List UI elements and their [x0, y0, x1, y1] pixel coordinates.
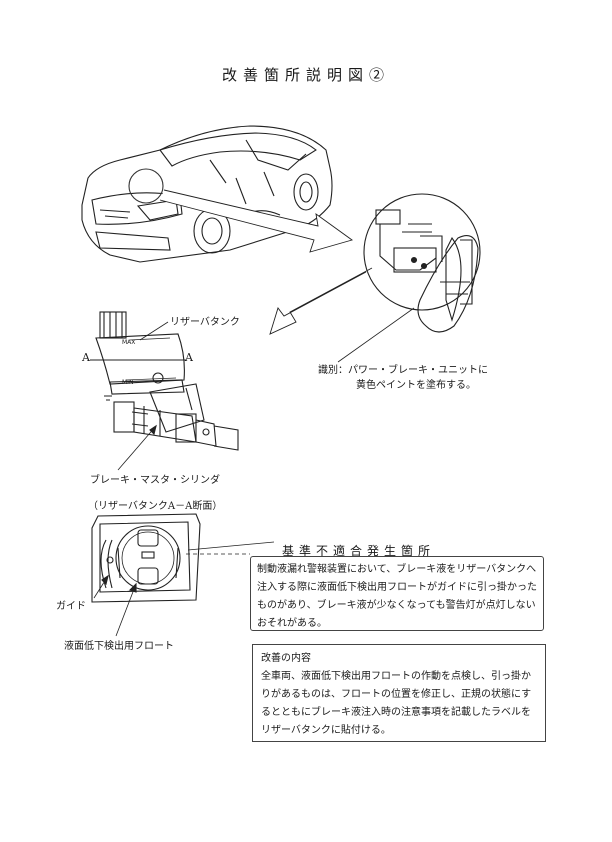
remedy-box: 改善の内容 全車両、液面低下検出用フロートの作動を点検し、引っ掛かりがあるものは…: [252, 644, 546, 742]
power-brake-unit-zoom: [363, 193, 481, 322]
reservoir-section-view: [91, 513, 201, 603]
defect-heading: 基準不適合発生箇所: [282, 544, 436, 558]
float-label: 液面低下検出用フロート: [64, 641, 174, 652]
guide-label: ガイド: [56, 601, 86, 612]
max-mark: MAX: [122, 339, 136, 346]
reservoir-master-cylinder: [95, 311, 239, 451]
reservoir-label: リザーバタンク: [170, 317, 240, 328]
remedy-heading: 改善の内容: [261, 653, 311, 664]
min-mark: MIN: [122, 379, 134, 386]
section-mark-right: A: [185, 351, 193, 364]
section-view-label: （リザーバタンクA－A断面）: [88, 501, 223, 512]
remedy-text: 全車両、液面低下検出用フロートの作動を点検し、引っ掛かりがあるものは、フロートの…: [261, 671, 532, 736]
identification-line-1: 識別：パワー・ブレーキ・ユニットに: [318, 365, 488, 376]
defect-text: 制動液漏れ警報装置において、ブレーキ液をリザーバタンクへ注入する際に液面低下検出…: [257, 564, 537, 629]
section-mark-left: A: [82, 351, 90, 364]
identification-line-2: 黄色ペイントを塗布する。: [356, 380, 476, 391]
page-title: 改善箇所説明図②: [221, 66, 390, 84]
defect-description-box: 制動液漏れ警報装置において、ブレーキ液をリザーバタンクへ注入する際に液面低下検出…: [250, 556, 544, 631]
car-illustration: [81, 125, 333, 263]
master-cylinder-label: ブレーキ・マスタ・シリンダ: [90, 475, 220, 486]
